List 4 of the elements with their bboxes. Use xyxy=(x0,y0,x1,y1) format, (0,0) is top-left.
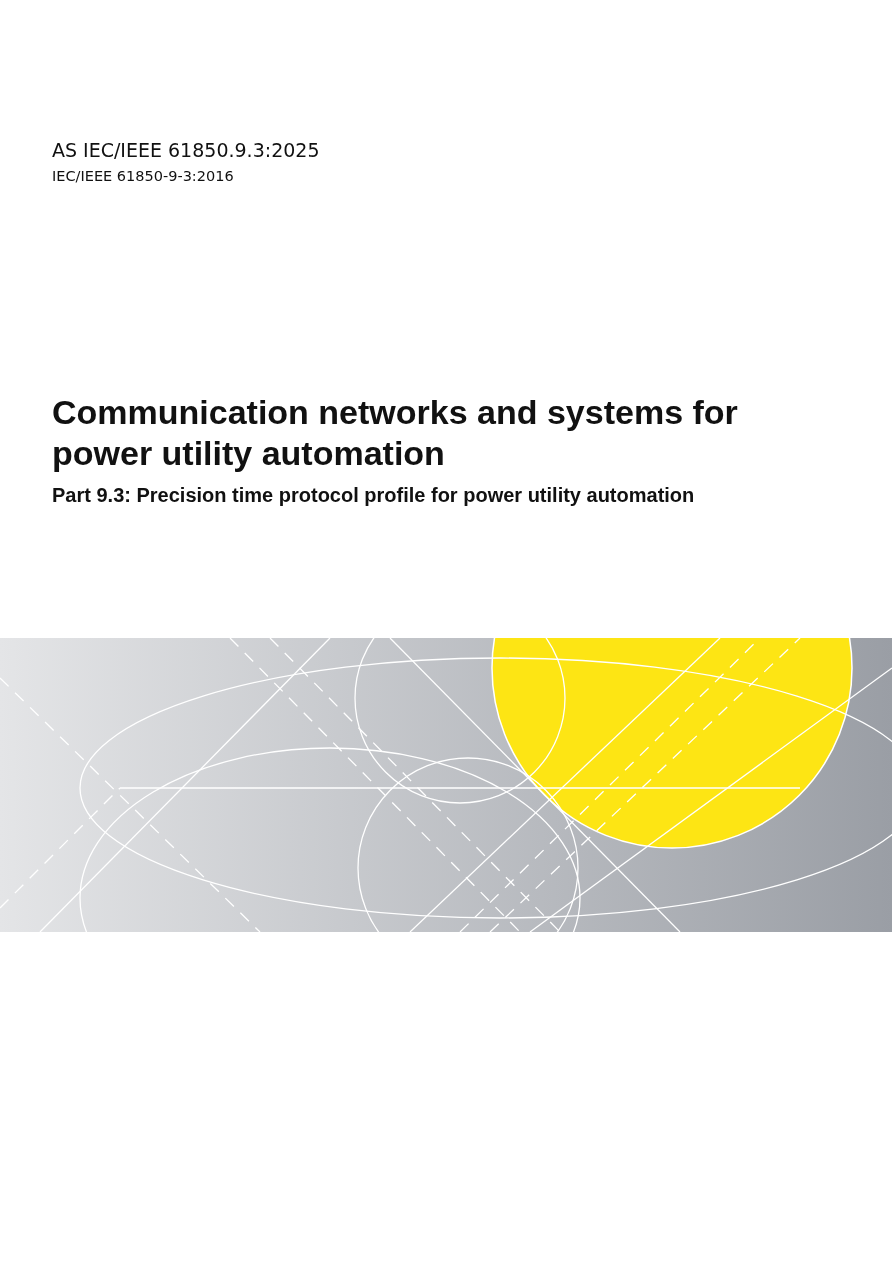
standard-number: AS IEC/IEEE 61850.9.3:2025 xyxy=(52,139,320,161)
document-title: Communication networks and systems for power utility automation xyxy=(52,392,739,474)
document-subtitle: Part 9.3: Precision time protocol profile for power utility automation xyxy=(52,484,696,507)
standard-number: IEC/IEEE 61850-9-3:2016 xyxy=(52,168,234,184)
